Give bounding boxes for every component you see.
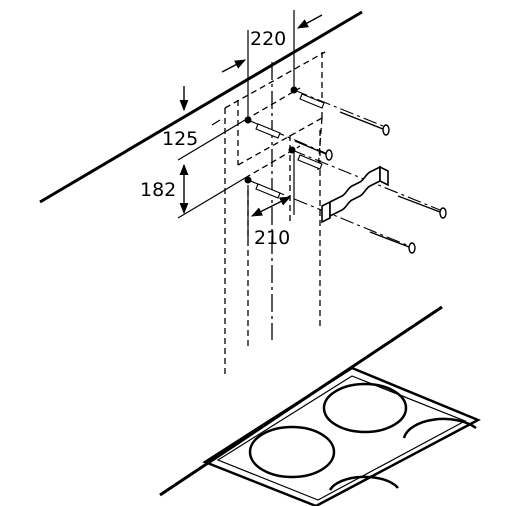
dimension-arrows [179, 14, 323, 217]
dimension-label-125: 125 [162, 128, 198, 150]
hob-burner-front [328, 475, 399, 491]
screw-alignment-lines [247, 89, 446, 249]
hob-burner-left [248, 425, 336, 479]
dimension-label-210: 210 [254, 227, 290, 249]
wall-plugs [255, 93, 325, 199]
screws [294, 111, 447, 254]
dimension-label-220: 220 [250, 28, 286, 50]
mounting-bracket [321, 165, 389, 224]
hob-burner-rear [322, 382, 408, 434]
dimension-extension-lines [177, 10, 295, 240]
wall-ceiling-edge [39, 10, 363, 204]
dimension-label-182: 182 [140, 179, 176, 201]
cooktop-hob [202, 366, 481, 506]
hob-burner-right [402, 417, 477, 439]
